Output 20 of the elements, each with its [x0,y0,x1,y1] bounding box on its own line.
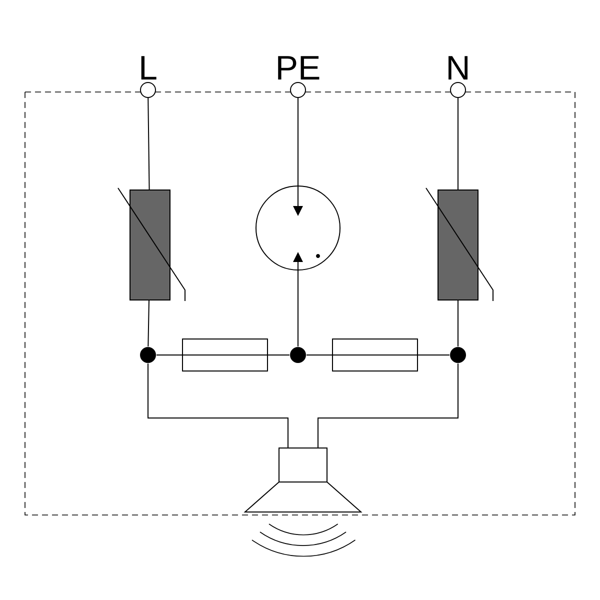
junction-dot [290,347,306,363]
varistor-symbol [426,188,494,302]
gas-discharge-tube [256,186,340,270]
wire [148,98,150,190]
junction-dot [140,347,156,363]
wire [156,354,182,356]
wire [306,354,332,356]
junction-dot [450,347,466,363]
wire [318,363,458,448]
buzzer-drawing [244,448,362,557]
wire [148,363,288,448]
terminal-label: PE [278,56,320,80]
wire [148,300,150,347]
terminal-label: N [448,56,468,80]
wire [268,354,290,356]
varistor-symbol [118,188,186,302]
terminal-label: L [141,56,156,80]
wire [418,354,450,356]
fuse-symbol [332,338,418,372]
fuse-symbol [182,338,268,372]
